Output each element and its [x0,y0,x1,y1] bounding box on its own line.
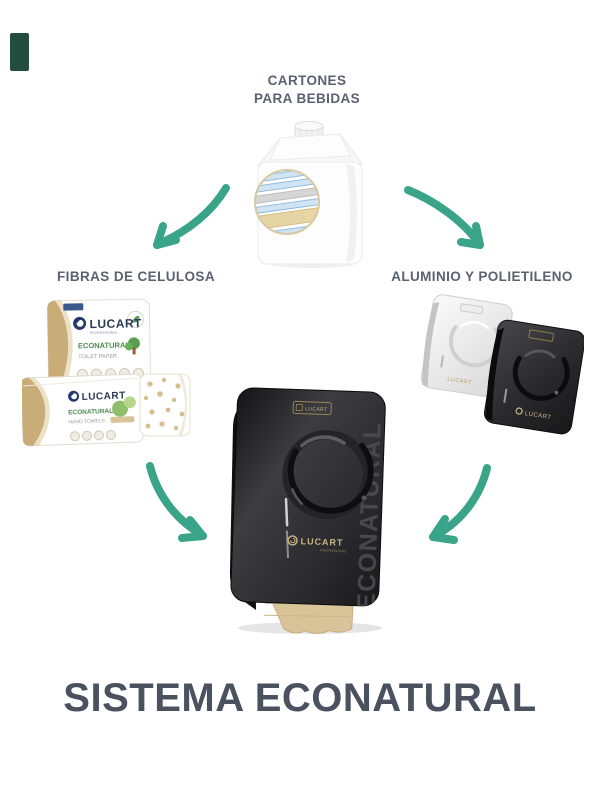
carton-gable-face [269,133,351,161]
layer-polyethylene-3 [255,196,319,215]
page-title: SISTEMA ECONATURAL [63,676,537,720]
black-dispenser-small: LUCART [483,319,584,435]
svg-text:LUCART: LUCART [305,406,328,413]
dispenser-slot-marks [284,497,289,559]
dispenser-top-plate: LUCART [292,400,332,416]
lucart-logo-back-pack: LUCART PROFESSIONAL [73,316,142,335]
tree-icon [124,337,140,355]
black-dispenser-edge [485,327,504,421]
label-aluminio-y-polietileno: ALUMINIO Y POLIETILENO [391,269,573,284]
dispensers-image: LUCART LUCART [396,293,584,445]
label-line-1: CARTONES [267,73,347,88]
layer-paperboard [255,205,319,231]
carton-side-shade [346,164,357,262]
roll-dot-pattern [143,377,185,431]
econatural-text-front: ECONATURAL [68,408,113,417]
beverage-carton-image [250,114,368,269]
layer-aluminium [255,186,319,206]
black-dispenser-circle-detail [512,355,570,401]
main-dispenser-icon: ECONATURAL LUCART [229,387,386,634]
svg-text:PROFESSIONAL: PROFESSIONAL [90,331,118,335]
black-dispenser-label-plate [528,329,554,342]
pack-fold-line [23,377,140,387]
label-cartones-para-bebidas: CARTONES PARA BEBIDAS [187,72,427,108]
label-fibras-de-celulosa: FIBRAS DE CELULOSA [57,269,215,284]
lucart-logo-front-pack: LUCART [68,390,126,403]
toilet-paper-text: TOILET PAPER [78,354,117,361]
black-dispenser-slot [503,388,508,403]
econatural-text-back: ECONATURAL [78,340,131,350]
svg-text:LUCART: LUCART [89,316,142,331]
toilet-roll [139,373,191,437]
pack-tan-swoosh [47,300,69,391]
corner-accent-bar [10,33,29,71]
white-dispenser-logo-text: LUCART [447,376,473,386]
cutaway-ring [254,169,320,235]
black-dispenser-logo: LUCART [515,407,552,421]
vegetable-icons [110,396,136,423]
svg-text:PROFESSIONAL: PROFESSIONAL [320,548,347,553]
main-dispenser-image: ECONATURAL LUCART [218,380,400,642]
beverage-carton-icon [254,121,363,268]
dispensers-icon: LUCART LUCART [420,294,584,435]
svg-text:LUCART: LUCART [300,536,343,547]
white-dispenser-label-plate [459,303,484,315]
paper-products-image: LUCART PROFESSIONAL ECONATURAL TOILET PA… [22,292,227,450]
dispenser-circle-recess [282,430,374,520]
hand-towels-text: HAND TOWELS [68,418,105,425]
arrow-dispensers-to-main-dispenser [429,464,491,544]
arrow-carton-to-dispensers [404,186,484,249]
label-line-2: PARA BEBIDAS [253,91,361,106]
towels-tan-swoosh [22,377,46,446]
arrow-carton-to-fibers [153,184,230,249]
hand-towels-pack: LUCART ECONATURAL HAND TOWELS [22,373,144,447]
white-dispenser-slot [440,355,445,368]
svg-text:LUCART: LUCART [524,411,552,421]
paper-products-icon: LUCART PROFESSIONAL ECONATURAL TOILET PA… [22,298,191,447]
arrow-fibers-to-main-dispenser [146,462,207,542]
eco-icons-row [69,429,116,442]
svg-text:LUCART: LUCART [81,390,125,403]
white-dispenser-edge [422,302,440,388]
dispenser-gold-logo: LUCART PROFESSIONAL [287,535,347,553]
dispenser-front-body: ECONATURAL LUCART [230,387,386,606]
roll-side-shade [178,374,187,436]
pack-blue-tag [63,303,84,311]
